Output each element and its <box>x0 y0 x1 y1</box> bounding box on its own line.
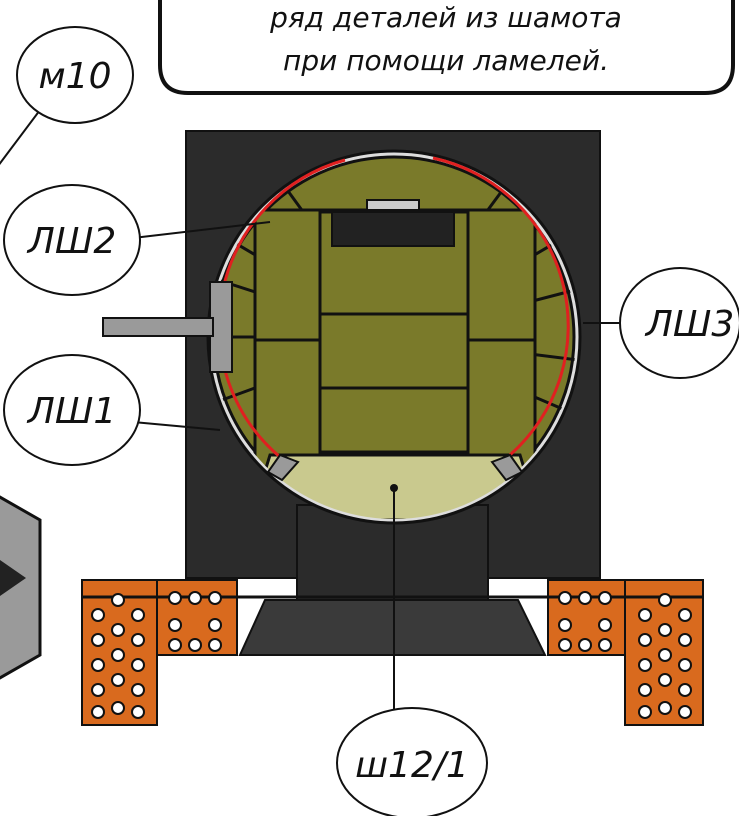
callout-m10: м10 <box>16 26 134 124</box>
lamella-right <box>432 156 570 457</box>
callout-lsh1: ЛШ1 <box>3 354 141 466</box>
label-sh12-1: ш12/1 <box>355 745 469 786</box>
steel-rod <box>102 317 214 337</box>
label-lsh2: ЛШ2 <box>26 221 116 262</box>
hex-nut <box>0 495 42 680</box>
label-lsh3: ЛШ3 <box>644 304 734 345</box>
label-lsh1: ЛШ1 <box>26 391 116 432</box>
leader-lines <box>0 109 620 718</box>
grate <box>331 211 455 247</box>
note-line-1: ряд деталей из шамота <box>269 1 622 34</box>
label-m10: м10 <box>39 56 112 97</box>
callout-lsh2: ЛШ2 <box>3 184 141 296</box>
callout-lsh3: ЛШ3 <box>619 267 739 379</box>
callout-sh12-1: ш12/1 <box>336 707 488 816</box>
firebox <box>206 149 582 525</box>
stand-base <box>238 599 547 656</box>
brick-feet <box>81 579 704 726</box>
note-box: ряд деталей из шамота при помощи ламелей… <box>158 0 735 95</box>
note-line-2: при помощи ламелей. <box>283 44 609 77</box>
